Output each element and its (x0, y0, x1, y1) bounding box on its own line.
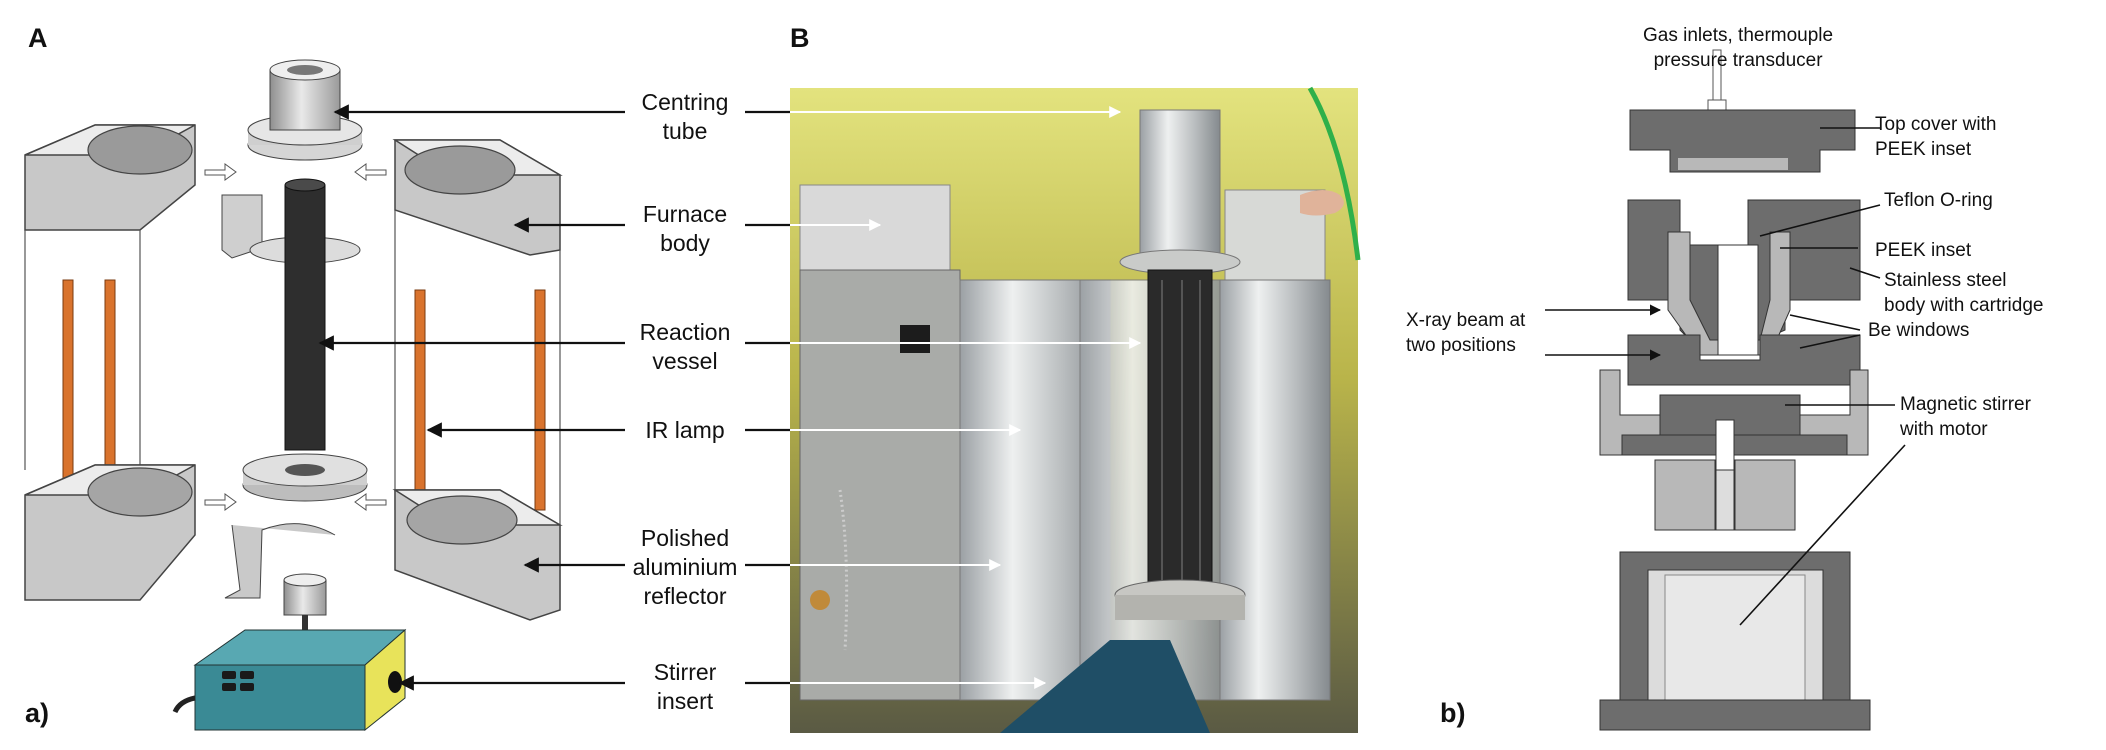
cell-leader-lines (1545, 127, 1906, 626)
label-line: body with cartridge (1884, 295, 2044, 316)
label-stainless-steel: Stainless steel body with cartridge (1884, 268, 2043, 318)
label-gas-inlets: Gas inlets, thermouple pressure transduc… (1643, 23, 1833, 73)
stirrer-spindle-part (283, 573, 327, 651)
label-peek-inset: PEEK inset (1875, 238, 1971, 263)
callout-line: Polished (640, 525, 730, 551)
reflector-ring-part (242, 453, 368, 502)
callout-lines-b (745, 110, 790, 685)
callout-line: tube (662, 118, 708, 144)
callout-ir-lamp: IR lamp (645, 416, 724, 445)
label-line: Be windows (1868, 320, 1970, 341)
callout-arrows-a (318, 104, 625, 691)
label-top-cover: Top cover with PEEK inset (1875, 112, 1996, 162)
callout-line: reflector (643, 583, 727, 609)
label-magnetic-stirrer: Magnetic stirrer with motor (1900, 392, 2031, 442)
label-line: Top cover with (1875, 114, 1997, 135)
label-line: Gas inlets, thermouple (1643, 25, 1834, 46)
callout-line: Centring (641, 89, 729, 115)
photo-pointer-arrows (790, 106, 1142, 689)
panel-label-A: A (28, 23, 48, 53)
callout-reaction-vessel: Reaction vessel (640, 318, 731, 376)
label-xray-beam: X-ray beam at two positions (1406, 308, 1525, 358)
callout-line: Reaction (639, 319, 731, 345)
label-line: pressure transducer (1653, 50, 1823, 71)
label-be-windows: Be windows (1868, 318, 1969, 343)
lower-clip-part (224, 523, 336, 599)
callout-furnace-body: Furnace body (643, 200, 727, 258)
panel-label-b: b) (1440, 698, 1466, 728)
furnace-right-half (392, 139, 563, 621)
furnace-left-half (24, 124, 196, 601)
stirrer-motor-box (172, 628, 407, 732)
furnace-photo (790, 86, 1361, 733)
callout-line: Furnace (642, 201, 728, 227)
label-line: X-ray beam at (1406, 310, 1526, 331)
label-line: Magnetic stirrer (1900, 394, 2031, 415)
callout-centring-tube: Centring tube (642, 88, 729, 146)
callout-line: Stirrer (653, 659, 717, 685)
callout-line: insert (656, 688, 714, 714)
callout-stirrer-insert: Stirrer insert (654, 658, 717, 716)
label-line: Teflon O-ring (1884, 190, 1993, 211)
label-teflon-o-ring: Teflon O-ring (1884, 188, 1993, 213)
panel-label-a: a) (25, 698, 50, 728)
callout-reflector: Polished aluminium reflector (633, 524, 738, 611)
label-line: Stainless steel (1884, 270, 2007, 291)
label-line: two positions (1406, 335, 1516, 356)
label-line: PEEK inset (1875, 240, 1972, 261)
label-line: PEEK inset (1875, 139, 1972, 160)
callout-line: body (660, 230, 710, 256)
panel-label-B: B (790, 23, 810, 53)
callout-line: aluminium (632, 554, 738, 580)
reaction-cell-cross-section (1599, 49, 1871, 731)
callout-line: vessel (652, 348, 718, 374)
exploded-view-arrows (204, 163, 387, 511)
centring-tube-part (247, 59, 363, 161)
reaction-vessel-part (284, 178, 326, 451)
callout-line: IR lamp (645, 417, 725, 443)
label-line: with motor (1900, 419, 1988, 440)
